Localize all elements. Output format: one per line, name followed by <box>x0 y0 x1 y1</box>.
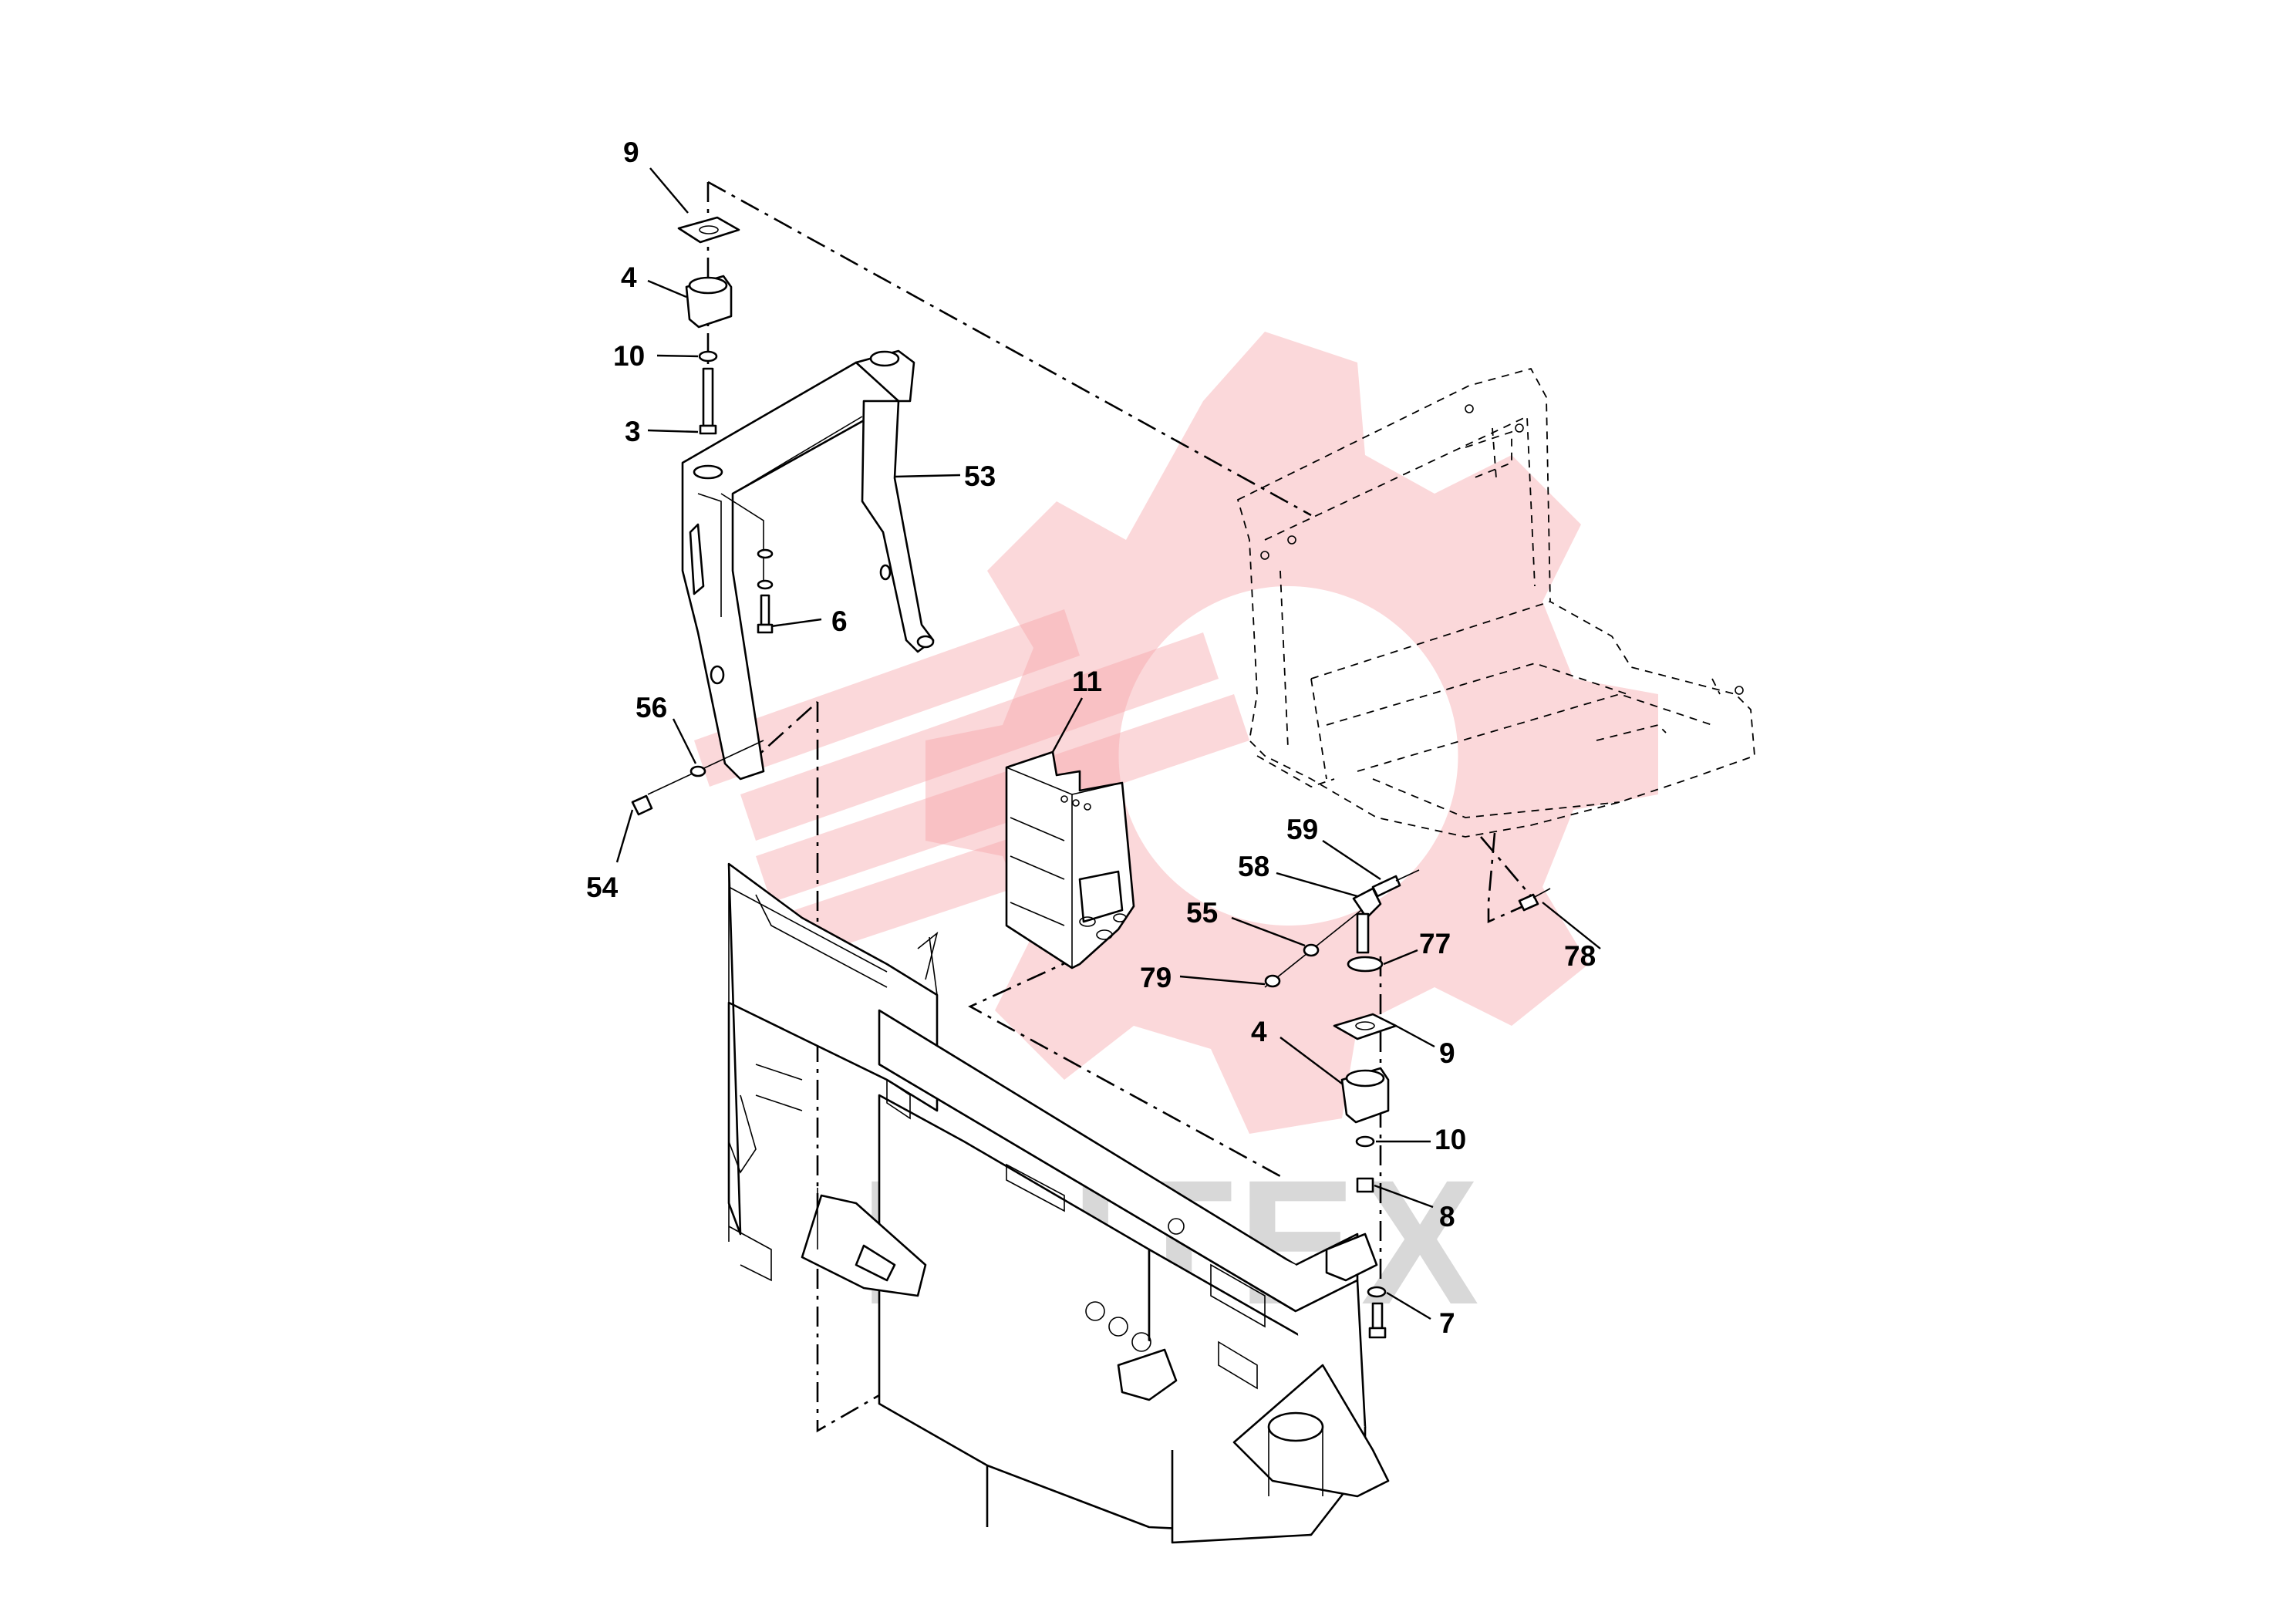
washer-10-top <box>698 350 718 363</box>
washer-77 <box>1347 956 1384 973</box>
bracket-11 <box>1005 750 1135 969</box>
leader-79 <box>1179 975 1266 986</box>
nut-8 <box>1356 1177 1374 1193</box>
chassis-pivot <box>1267 1411 1324 1442</box>
callout-53: 53 <box>964 460 996 492</box>
joint-58 <box>1352 887 1382 919</box>
bolt-78 <box>1518 893 1539 912</box>
callout-54: 54 <box>586 872 619 903</box>
rod-59 <box>1371 875 1401 898</box>
callout-4-top: 4 <box>621 261 637 293</box>
callout-58: 58 <box>1238 851 1269 882</box>
watermark-stripe-2 <box>740 632 1219 841</box>
alignment-line-mid <box>968 955 1281 1178</box>
leader-58 <box>1276 872 1358 898</box>
watermark-logo: ИНТЕХ <box>694 332 1658 1341</box>
callout-56: 56 <box>636 692 667 723</box>
leader-54 <box>615 809 634 863</box>
callout-78: 78 <box>1564 940 1596 972</box>
callout-10-bottom: 10 <box>1435 1124 1466 1155</box>
leader-6 <box>770 618 822 628</box>
callout-79: 79 <box>1140 962 1172 993</box>
callout-8: 8 <box>1439 1201 1455 1233</box>
leader-55 <box>1231 916 1306 947</box>
bolt-54-stack <box>631 740 764 816</box>
washer-7 <box>1367 1286 1387 1298</box>
alignment-line-right <box>1487 832 1524 924</box>
washer-56 <box>689 765 706 777</box>
nut-79 <box>1264 974 1281 988</box>
callout-6: 6 <box>831 605 848 637</box>
leader-4-top <box>647 279 687 298</box>
plate-9-top <box>677 216 740 244</box>
lower-mount-stack <box>1333 956 1397 1339</box>
alignment-line-right-frame <box>1480 836 1537 903</box>
callout-7: 7 <box>1439 1307 1455 1339</box>
leader-56 <box>672 718 697 764</box>
leader-lines <box>615 167 1601 1320</box>
callout-11: 11 <box>1072 666 1102 697</box>
washer-55 <box>1303 943 1320 957</box>
bolt-54 <box>631 794 653 816</box>
chassis-mount-right <box>1325 1233 1378 1282</box>
support-frame-53 <box>681 349 935 781</box>
linkage-assembly <box>1264 869 1420 988</box>
callout-77: 77 <box>1419 928 1451 959</box>
top-mount-stack <box>677 216 740 435</box>
leader-11 <box>1051 697 1084 753</box>
callout-55: 55 <box>1186 897 1218 929</box>
cab-frame <box>1236 367 1755 838</box>
callout-3: 3 <box>625 416 641 447</box>
callouts: 9 4 10 3 53 6 11 56 54 59 58 55 79 77 78… <box>586 137 1596 1339</box>
callout-9-bottom: 9 <box>1439 1037 1455 1069</box>
bolt-6-stack <box>720 493 774 634</box>
main-chassis <box>727 862 1390 1544</box>
leader-8 <box>1374 1184 1434 1209</box>
watermark-stripe-3 <box>756 694 1249 902</box>
leader-9-top <box>649 167 689 214</box>
watermark-stripe-1 <box>694 609 1080 787</box>
bolt-3 <box>702 367 714 427</box>
chassis-mount-left <box>1117 1348 1178 1401</box>
leader-59 <box>1322 840 1381 880</box>
alignment-line-top <box>707 180 1312 517</box>
leader-78 <box>1542 902 1601 949</box>
washer-10-bottom <box>1355 1135 1375 1148</box>
leader-4-bottom <box>1279 1037 1343 1084</box>
callout-9-top: 9 <box>623 137 639 168</box>
leader-7 <box>1386 1291 1431 1320</box>
leader-3 <box>647 429 699 433</box>
callout-10-top: 10 <box>613 340 645 372</box>
callout-4-bottom: 4 <box>1251 1016 1267 1047</box>
callout-59: 59 <box>1286 814 1318 845</box>
leader-9-bottom <box>1395 1024 1435 1048</box>
leader-53 <box>894 474 961 478</box>
leader-77 <box>1383 949 1418 966</box>
